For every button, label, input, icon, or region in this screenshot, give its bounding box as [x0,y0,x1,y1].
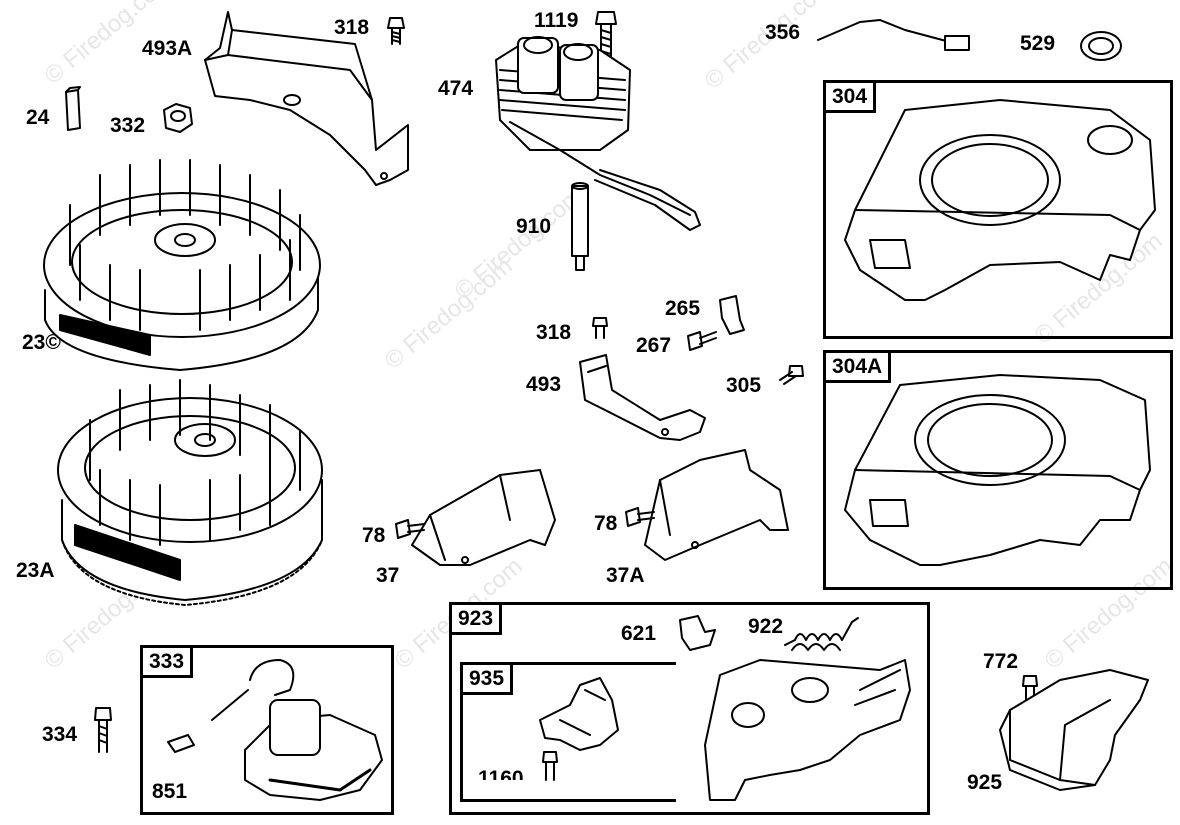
box-label-923: 923 [452,605,503,635]
screw-318-part [387,17,405,45]
screw-267-part [687,331,717,351]
governor-bracket-923-part [704,659,911,801]
part-label-851: 851 [152,780,188,803]
part-label-356: 356 [765,21,801,44]
bracket-493-part [579,354,706,441]
part-label-37A: 37A [606,564,645,587]
key-24-part [65,86,81,131]
cover-925-part [999,669,1149,791]
armature-474-part [495,36,701,231]
part-label-1119: 1119 [534,9,579,32]
spring-922-part [784,617,859,651]
link-621-part [679,615,716,651]
part-label-305: 305 [726,374,762,397]
blower-housing-304-part [844,99,1156,301]
box-label-304A: 304A [826,353,892,383]
part-label-1160: 1160 [478,767,524,790]
part-label-78b: 78 [594,512,618,535]
screw-318b-part [592,317,608,339]
part-label-772: 772 [983,650,1019,673]
part-label-24: 24 [26,106,50,129]
blower-housing-304A-part [844,374,1151,566]
part-label-621: 621 [621,622,657,645]
ground-wire-356-part [817,19,970,51]
part-label-493: 493 [526,373,562,396]
part-label-529: 529 [1020,32,1056,55]
part-label-318: 318 [334,16,370,39]
clip-265-part [719,295,745,335]
flywheel-23A-part [57,379,323,606]
ignition-module-333-part [167,659,383,801]
part-label-493A: 493A [142,37,193,60]
part-label-267: 267 [636,334,672,357]
spacer-910-part [571,182,589,271]
part-label-922: 922 [748,615,784,638]
part-label-265: 265 [665,297,701,320]
screw-78a-part [395,519,425,539]
screw-1119-part [595,11,617,61]
part-label-78a: 78 [362,524,386,547]
air-guide-37-part [411,469,556,566]
part-label-23: 23© [22,331,61,354]
part-label-37: 37 [376,564,400,587]
box-label-333: 333 [143,648,194,678]
box-label-304: 304 [826,83,877,113]
screw-305-part [779,365,804,385]
part-label-474: 474 [438,77,474,100]
screw-1160-part [542,751,558,781]
screw-78b-part [625,507,655,527]
flywheel-23-part [43,159,321,371]
part-label-332: 332 [110,114,146,137]
box-935: 935 [460,662,676,802]
box-label-935: 935 [463,665,514,695]
shield-bracket-493A-part [204,11,409,186]
part-label-910: 910 [516,215,552,238]
part-label-318b: 318 [536,321,572,344]
box-304: 304 [823,80,1173,339]
nut-332-part [163,103,193,133]
part-label-925: 925 [967,771,1003,794]
part-label-334: 334 [42,723,78,746]
box-923: 923 [449,602,930,815]
screw-334-part [94,707,112,753]
air-guide-37A-part [644,449,789,561]
grommet-529-part [1080,31,1122,61]
box-304A: 304A [823,350,1173,590]
part-label-23A: 23A [16,559,55,582]
governor-link-935-part [539,677,619,751]
box-333: 333 [140,645,394,815]
